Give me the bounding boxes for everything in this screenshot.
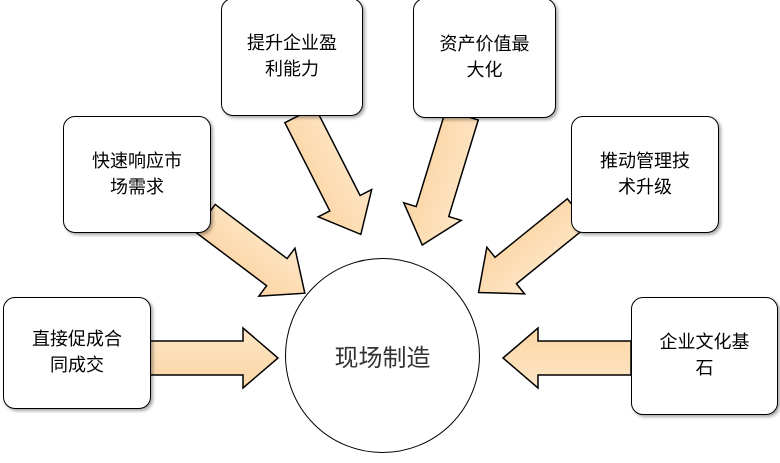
arrow-right bbox=[501, 326, 632, 390]
box-text: 提升企业盈 bbox=[247, 33, 337, 54]
box-market-response: 快速响应市场需求 bbox=[63, 116, 211, 233]
box-text: 大化 bbox=[466, 60, 503, 81]
box-text: 资产价值最 bbox=[439, 34, 530, 55]
box-text: 同成交 bbox=[50, 355, 104, 376]
box-asset-value: 资产价值最大化 bbox=[413, 0, 556, 118]
arrow-upper-right bbox=[477, 197, 590, 295]
box-text: 术升级 bbox=[618, 176, 672, 198]
box-text: 利能力 bbox=[265, 59, 319, 80]
box-corporate-culture: 企业文化基石 bbox=[631, 297, 778, 415]
box-text: 直接促成合 bbox=[32, 329, 122, 350]
box-text: 快速响应市 bbox=[92, 150, 182, 172]
arrow-top-left bbox=[283, 106, 373, 236]
center-label: 现场制造 bbox=[334, 344, 431, 372]
arrow-upper-left bbox=[193, 203, 306, 297]
center-circle: 现场制造 bbox=[285, 258, 480, 453]
box-text: 推动管理技 bbox=[600, 150, 690, 172]
box-text: 场需求 bbox=[110, 176, 164, 198]
box-profitability: 提升企业盈利能力 bbox=[221, 0, 363, 116]
box-text: 企业文化基 bbox=[659, 332, 750, 353]
box-close-deal: 直接促成合同成交 bbox=[3, 297, 151, 409]
box-management-upgrade: 推动管理技术升级 bbox=[571, 116, 719, 233]
arrow-top-right bbox=[402, 109, 480, 247]
arrow-left bbox=[149, 326, 280, 390]
box-text: 石 bbox=[695, 358, 714, 379]
